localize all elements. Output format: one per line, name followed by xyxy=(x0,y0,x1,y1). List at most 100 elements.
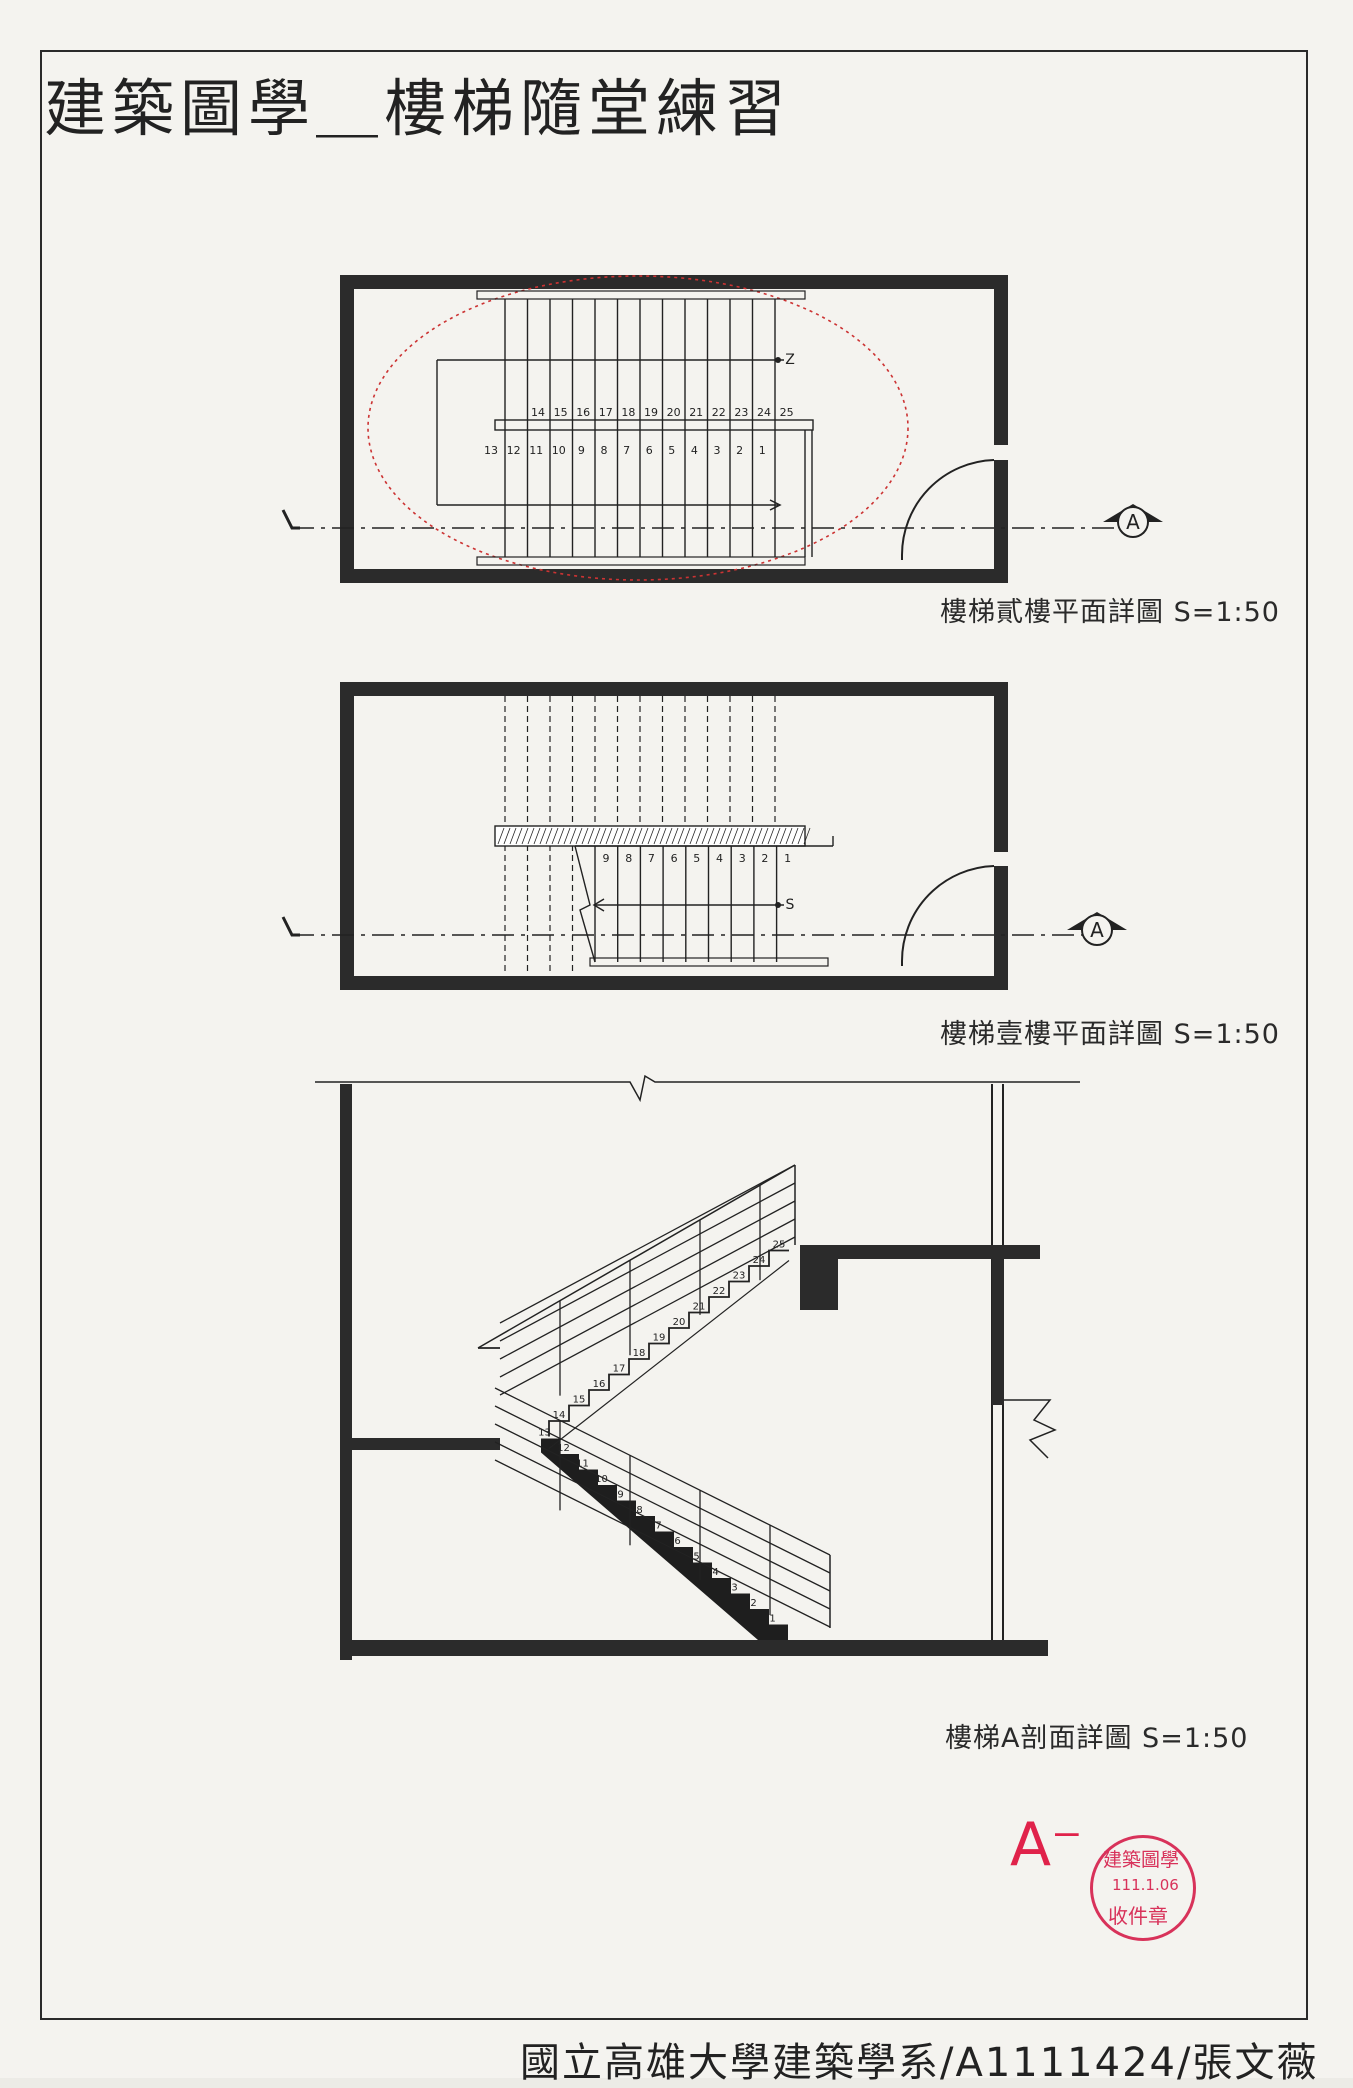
lower-plan-landing-hatch xyxy=(797,827,805,845)
lower-plan-landing-hatch xyxy=(701,827,709,845)
upper-plan-handrail-top xyxy=(476,290,806,300)
lower-plan-landing-hatch xyxy=(587,827,595,845)
section-upper-floor-slab xyxy=(800,1245,1040,1259)
lower-plan-landing-hatch xyxy=(683,827,691,845)
footer-credit: 國立高雄大學建築學系/A1111424/張文薇 xyxy=(520,2040,1319,2086)
lower-plan-landing-hatch xyxy=(539,827,547,845)
grade-mark: A⁻ xyxy=(1010,1810,1083,1880)
section-lower-step-number: 7 xyxy=(655,1521,661,1532)
upper-plan-wall-right-lower xyxy=(994,460,1008,583)
lower-plan-landing-hatch xyxy=(785,827,793,845)
section-break-line-right xyxy=(1004,1399,1057,1459)
lower-plan-landing-hatch xyxy=(563,827,571,845)
section-lower-handrail xyxy=(494,1459,831,1628)
lower-plan-landing-hatch xyxy=(575,827,583,845)
stamp-date: 111.1.06 xyxy=(1112,1876,1179,1894)
section-upper-handrail xyxy=(499,1164,796,1324)
section-lower-step-number: 6 xyxy=(674,1536,680,1547)
lower-plan-landing-hatch xyxy=(773,827,781,845)
upper-plan-step-number-upper: 21 xyxy=(689,406,703,419)
upper-plan-step-number-lower: 7 xyxy=(623,444,630,457)
upper-plan-step-number-upper: 22 xyxy=(712,406,726,419)
lower-plan-landing-hatch xyxy=(533,827,541,845)
section-lower-step-number: 11 xyxy=(576,1459,589,1470)
section-wall-left xyxy=(340,1084,352,1660)
lower-plan-landing-band xyxy=(494,825,806,847)
upper-plan-section-marker-circle xyxy=(1117,506,1149,538)
lower-plan-landing-hatch xyxy=(695,827,703,845)
lower-plan-step-number: 9 xyxy=(603,852,610,865)
upper-plan-step-number-upper: 17 xyxy=(599,406,613,419)
lower-plan-landing-hatch xyxy=(743,827,751,845)
stamp-bottom-text: 收件章 xyxy=(1108,1904,1168,1928)
lower-plan-landing-hatch xyxy=(599,827,607,845)
section-lower-step-number: 12 xyxy=(557,1443,570,1454)
section-upper-floor-beam xyxy=(800,1245,838,1310)
lower-plan-step-number: 4 xyxy=(716,852,723,865)
upper-plan-step-number-upper: 15 xyxy=(554,406,568,419)
lower-plan-door-swing xyxy=(901,865,995,962)
lower-plan-landing-hatch xyxy=(749,827,757,845)
lower-plan-landing-hatch xyxy=(545,827,553,845)
lower-plan-caption: 樓梯壹樓平面詳圖 S=1:50 xyxy=(940,1019,1280,1050)
upper-plan-step-number-lower: 13 xyxy=(484,444,498,457)
section-ground-floor xyxy=(340,1640,1048,1656)
upper-plan-handrail-bottom xyxy=(476,556,806,566)
lower-plan-step-number: 3 xyxy=(739,852,746,865)
section-wall-right-block xyxy=(992,1245,1004,1405)
lower-plan-landing-hatch xyxy=(665,827,673,845)
section-lower-step-number: 8 xyxy=(636,1505,642,1516)
lower-plan-wall-bottom xyxy=(340,976,1008,990)
section-caption: 樓梯A剖面詳圖 S=1:50 xyxy=(945,1723,1249,1754)
section-upper-flight xyxy=(548,1249,789,1437)
lower-plan-landing-hatch xyxy=(581,827,589,845)
upper-plan-up-label: Z xyxy=(785,352,795,368)
section-lower-handrail xyxy=(494,1405,831,1574)
upper-plan-step-number-upper: 19 xyxy=(644,406,658,419)
lower-plan-handrail-bottom xyxy=(589,957,829,967)
lower-plan-landing-hatch xyxy=(515,827,523,845)
section-landing-slab xyxy=(352,1438,500,1450)
section-upper-step-number: 19 xyxy=(653,1333,666,1344)
lower-plan-landing-hatch xyxy=(509,827,517,845)
lower-plan-landing-hatch xyxy=(791,827,799,845)
upper-plan-step-number-upper: 20 xyxy=(667,406,681,419)
lower-plan-landing-hatch xyxy=(557,827,565,845)
lower-plan-section-marker-letter: A xyxy=(1090,918,1104,942)
section-upper-handrail xyxy=(499,1182,796,1342)
section-upper-handrail xyxy=(499,1200,796,1360)
upper-plan-step-number-upper: 25 xyxy=(780,406,794,419)
section-upper-handrail-top xyxy=(477,1164,796,1349)
lower-plan-landing-hatch xyxy=(737,827,745,845)
sheet-title: 建築圖學＿樓梯隨堂練習 xyxy=(44,72,793,145)
section-upper-handrail xyxy=(499,1218,796,1378)
lower-plan-wall-left xyxy=(340,682,354,990)
section-upper-step-number: 17 xyxy=(613,1364,626,1375)
lower-plan-landing-hatch xyxy=(653,827,661,845)
lower-plan-landing-hatch xyxy=(725,827,733,845)
lower-plan-landing-hatch xyxy=(671,827,679,845)
section-lower-handrail xyxy=(494,1423,831,1592)
section-lower-step-number: 4 xyxy=(712,1567,718,1578)
section-lower-step-number: 3 xyxy=(731,1583,737,1594)
stamp-top-text: 建築圖學 xyxy=(1103,1849,1180,1871)
lower-plan-landing-hatch xyxy=(707,827,715,845)
upper-plan-step-number-lower: 2 xyxy=(736,444,743,457)
sheet-border xyxy=(40,50,1308,2020)
lower-plan-landing-hatch xyxy=(755,827,763,845)
lower-plan-landing-hatch xyxy=(569,827,577,845)
lower-plan-landing-hatch xyxy=(689,827,697,845)
upper-plan-step-number-lower: 12 xyxy=(507,444,521,457)
section-upper-handrail xyxy=(499,1236,796,1396)
lower-plan-landing-hatch xyxy=(779,827,787,845)
upper-plan-center-handrail xyxy=(494,419,814,431)
section-lower-step-number: 13 xyxy=(538,1428,551,1439)
lower-plan-landing-hatch xyxy=(503,827,511,845)
lower-plan-landing-hatch xyxy=(635,827,643,845)
lower-plan-wall-right-upper xyxy=(994,682,1008,852)
upper-plan-caption: 樓梯貳樓平面詳圖 S=1:50 xyxy=(940,597,1280,628)
lower-plan-wall-right-lower xyxy=(994,866,1008,990)
lower-plan-landing-hatch xyxy=(803,827,811,845)
upper-plan-walk-dot xyxy=(775,357,781,363)
lower-plan-landing-hatch xyxy=(617,827,625,845)
